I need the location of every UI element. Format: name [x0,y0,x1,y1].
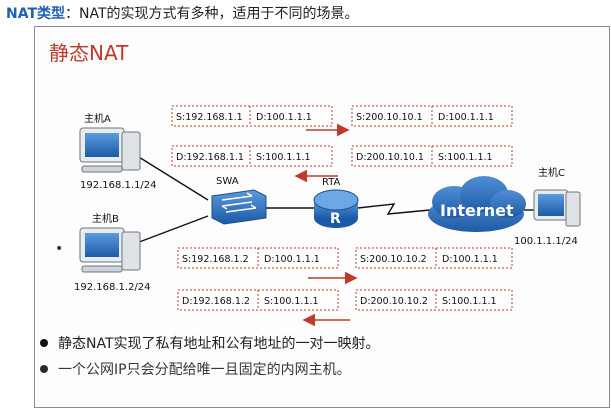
host-b-computer-icon [79,227,141,273]
packet-b-out-left: S:192.168.1.2 D:100.1.1.1 [177,247,339,269]
packet-a-out-right-dst: D:100.1.1.1 [438,112,494,123]
header-separator: ： [65,6,80,22]
bullet-item: 静态NAT实现了私有地址和公有地址的一对一映射。 [40,330,600,356]
packet-b-in-left-dst: S:100.1.1.1 [264,296,319,307]
packet-a-in-left: D:192.168.1.1 S:100.1.1.1 [171,145,333,167]
packet-a-in-left-src: D:192.168.1.1 [176,152,244,163]
packet-b-in-right: D:200.10.10.2 S:100.1.1.1 [355,289,513,311]
packet-b-out-left-src: S:192.168.1.2 [182,254,249,265]
host-c-name: 主机C [538,166,565,179]
packet-a-out-right: S:200.10.10.1 D:100.1.1.1 [351,105,513,127]
section-header: NAT类型：NAT的实现方式有多种，适用于不同的场景。 [6,3,359,23]
host-b-ip: 192.168.1.2/24 [74,282,151,293]
host-b-name: 主机B [92,212,119,225]
switch-label: SWA [216,176,239,187]
packet-b-in-right-src: D:200.10.10.2 [360,296,428,307]
bullet-item: 一个公网IP只会分配给唯一且固定的内网主机。 [40,356,600,382]
packet-b-out-left-dst: D:100.1.1.1 [264,254,320,265]
bullet-text: 一个公网IP只会分配给唯一且固定的内网主机。 [58,362,351,378]
host-a-computer-icon [79,127,141,173]
host-c-ip: 100.1.1.1/24 [514,236,578,247]
bullet-text: 静态NAT实现了私有地址和公有地址的一对一映射。 [58,336,380,352]
packet-a-in-right-dst: S:100.1.1.1 [438,152,493,163]
link-router-internet [357,203,431,215]
bullet-dot-icon [40,365,48,373]
packet-a-out-left-src: S:192.168.1.1 [176,112,243,123]
host-c-computer-icon [533,189,581,227]
packet-a-in-left-dst: S:100.1.1.1 [256,152,311,163]
packet-a-in-right-src: D:200.10.10.1 [356,152,424,163]
slide-title: 静态NAT [49,41,129,65]
header-keyword: NAT类型 [6,6,66,22]
packet-a-out-left: S:192.168.1.1 D:100.1.1.1 [171,105,333,127]
link-hostA-switch [133,153,209,201]
router-label: RTA [322,177,341,188]
static-nat-diagram: 主机A 192.168.1.1/24 主机B 192.168.1.2/24 SW… [74,105,581,327]
packet-b-in-left: D:192.168.1.2 S:100.1.1.1 [177,289,339,311]
packet-b-out-right-src: S:200.10.10.2 [360,254,427,265]
link-hostB-switch [133,215,209,245]
bullet-list: 静态NAT实现了私有地址和公有地址的一对一映射。 一个公网IP只会分配给唯一且固… [40,330,600,382]
packet-b-out-right: S:200.10.10.2 D:100.1.1.1 [355,247,513,269]
packet-a-in-right: D:200.10.10.1 S:100.1.1.1 [351,145,513,167]
switch-icon [211,189,267,225]
host-a-name: 主机A [84,112,111,125]
packet-a-out-right-src: S:200.10.10.1 [356,112,423,123]
bullet-dot-icon [40,339,48,347]
internet-label: Internet [440,201,514,220]
packet-b-in-right-dst: S:100.1.1.1 [442,296,497,307]
router-letter: R [330,211,341,227]
internet-cloud-icon [428,176,526,232]
packet-b-in-left-src: D:192.168.1.2 [182,296,250,307]
header-text: NAT的实现方式有多种，适用于不同的场景。 [79,6,359,22]
side-bullet: • [55,241,64,257]
packet-a-out-left-dst: D:100.1.1.1 [256,112,312,123]
router-icon: R [313,189,359,228]
host-a-ip: 192.168.1.1/24 [80,180,157,191]
packet-b-out-right-dst: D:100.1.1.1 [442,254,498,265]
